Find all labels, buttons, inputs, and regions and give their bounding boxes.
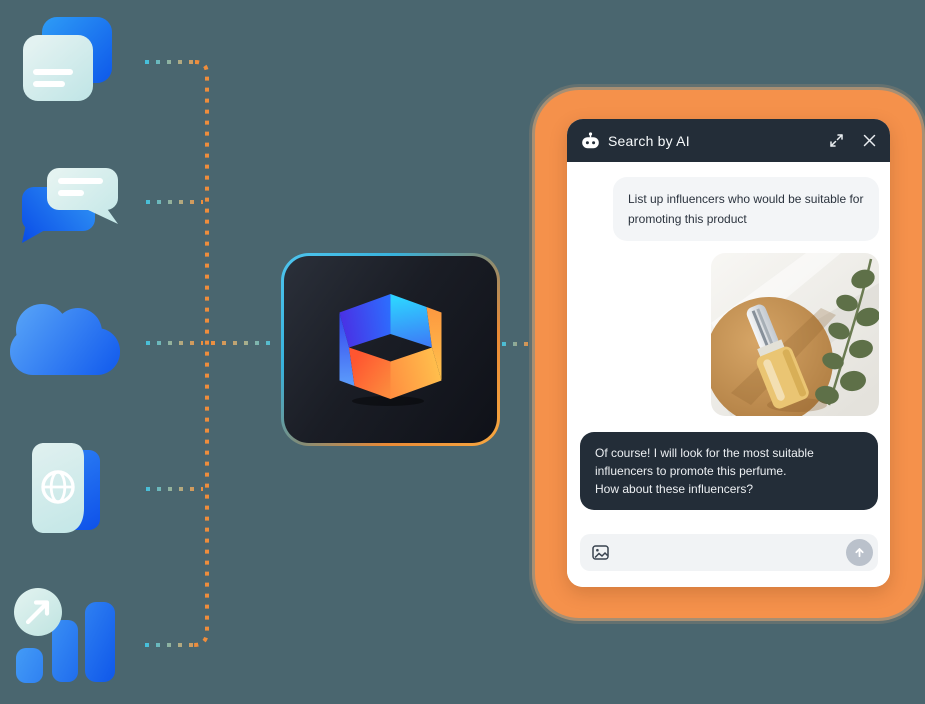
- ai-message-line-1: Of course! I will look for the most suit…: [595, 446, 814, 478]
- image-upload-icon[interactable]: [592, 545, 609, 560]
- expand-icon[interactable]: [830, 134, 843, 147]
- chat-card: Search by AI List up influencers who wou…: [567, 119, 890, 587]
- product-image: [711, 253, 879, 416]
- web-pages-icon: [32, 443, 100, 533]
- app-logo: [281, 253, 500, 446]
- message-input-bar[interactable]: [580, 534, 878, 571]
- chat-title: Search by AI: [608, 132, 690, 149]
- chat-bubbles-icon: [22, 168, 118, 243]
- user-message-bubble: List up influencers who would be suitabl…: [613, 177, 879, 241]
- app-logo-card: [284, 256, 497, 443]
- cloud-icon: [10, 304, 120, 375]
- chat-panel: Search by AI List up influencers who wou…: [535, 90, 922, 618]
- send-button[interactable]: [846, 539, 873, 566]
- robot-icon: [582, 132, 599, 149]
- chat-body: List up influencers who would be suitabl…: [567, 162, 890, 587]
- message-input[interactable]: [609, 534, 846, 571]
- arrow-up-icon: [855, 548, 864, 558]
- documents-icon: [23, 17, 112, 101]
- hexagon-logo-icon: [339, 293, 442, 406]
- analytics-chart-icon: [14, 588, 115, 683]
- ai-message-line-2: How about these influencers?: [595, 482, 754, 496]
- ai-message-bubble: Of course! I will look for the most suit…: [580, 432, 878, 510]
- chat-header: Search by AI: [567, 119, 890, 162]
- close-icon[interactable]: [863, 134, 876, 147]
